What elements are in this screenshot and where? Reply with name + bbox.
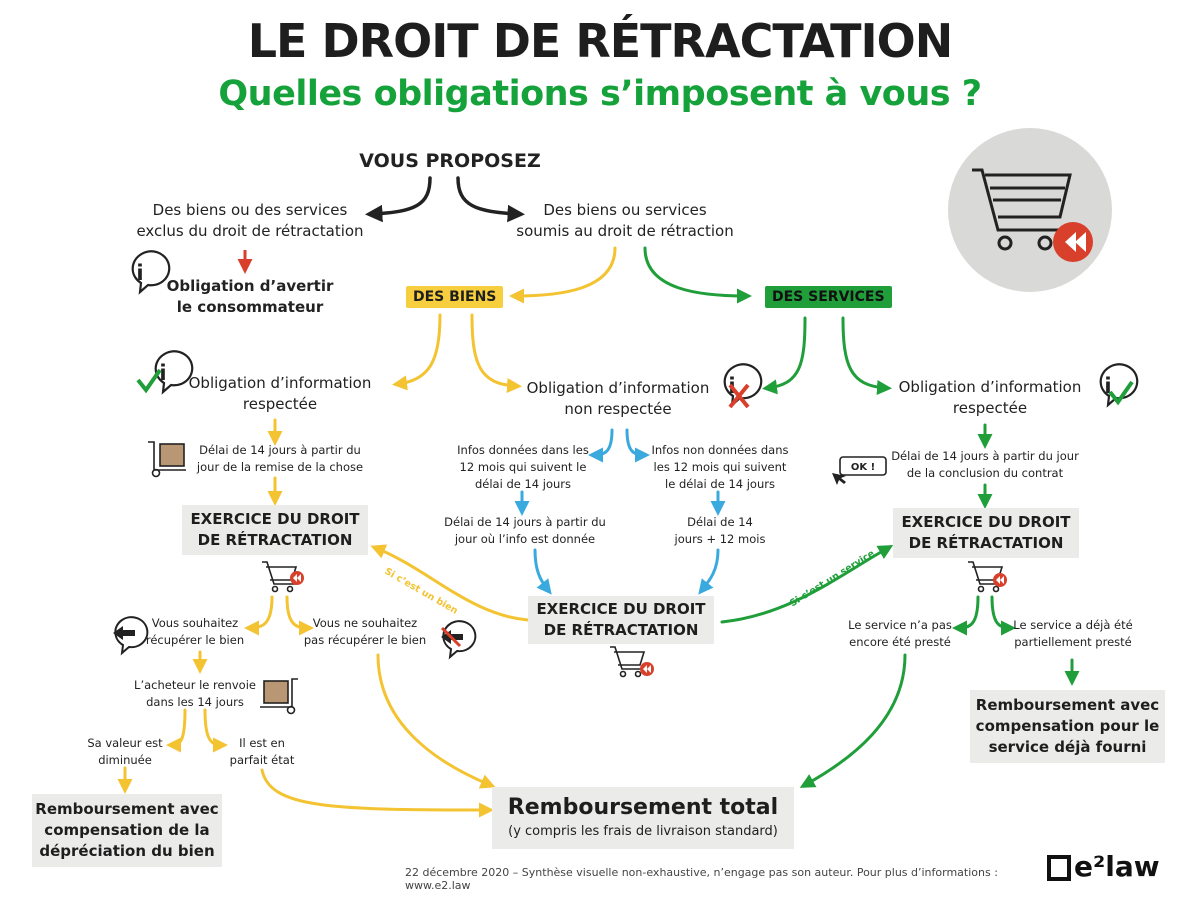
des-biens-tag: DES BIENS — [406, 286, 504, 308]
parcel-trolley-icon — [148, 441, 186, 478]
cart-return-badge — [948, 128, 1112, 292]
e2law-logo-mark — [1047, 855, 1071, 881]
remboursement-total-box: Remboursement total (y compris les frais… — [492, 787, 794, 849]
svg-text:i: i — [1104, 374, 1111, 398]
page-title: LE DROIT DE RÉTRACTATION — [247, 14, 954, 68]
cart-icon — [968, 561, 1007, 593]
back-arrow-crossed-icon — [440, 620, 477, 660]
info-icon: i — [131, 250, 171, 295]
root-node: VOUS PROPOSEZ — [359, 150, 541, 172]
footer-note: 22 décembre 2020 – Synthèse visuelle non… — [405, 866, 998, 892]
ok-button-icon: OK ! — [832, 456, 887, 485]
svg-text:i: i — [136, 261, 143, 285]
ok-label: OK ! — [851, 462, 875, 473]
svg-text:i: i — [159, 361, 166, 385]
cart-icon — [262, 561, 304, 593]
e2law-logo: e²law — [1074, 850, 1160, 883]
parcel-trolley-icon — [260, 678, 298, 715]
info-check-icon: i — [1099, 363, 1139, 408]
cart-icon — [610, 646, 654, 678]
des-services-tag: DES SERVICES — [765, 286, 892, 308]
info-check-icon: i — [136, 350, 194, 395]
back-arrow-speech-icon — [113, 616, 149, 656]
page-subtitle: Quelles obligations s’imposent à vous ? — [218, 74, 982, 114]
info-cross-icon: i — [723, 363, 763, 409]
